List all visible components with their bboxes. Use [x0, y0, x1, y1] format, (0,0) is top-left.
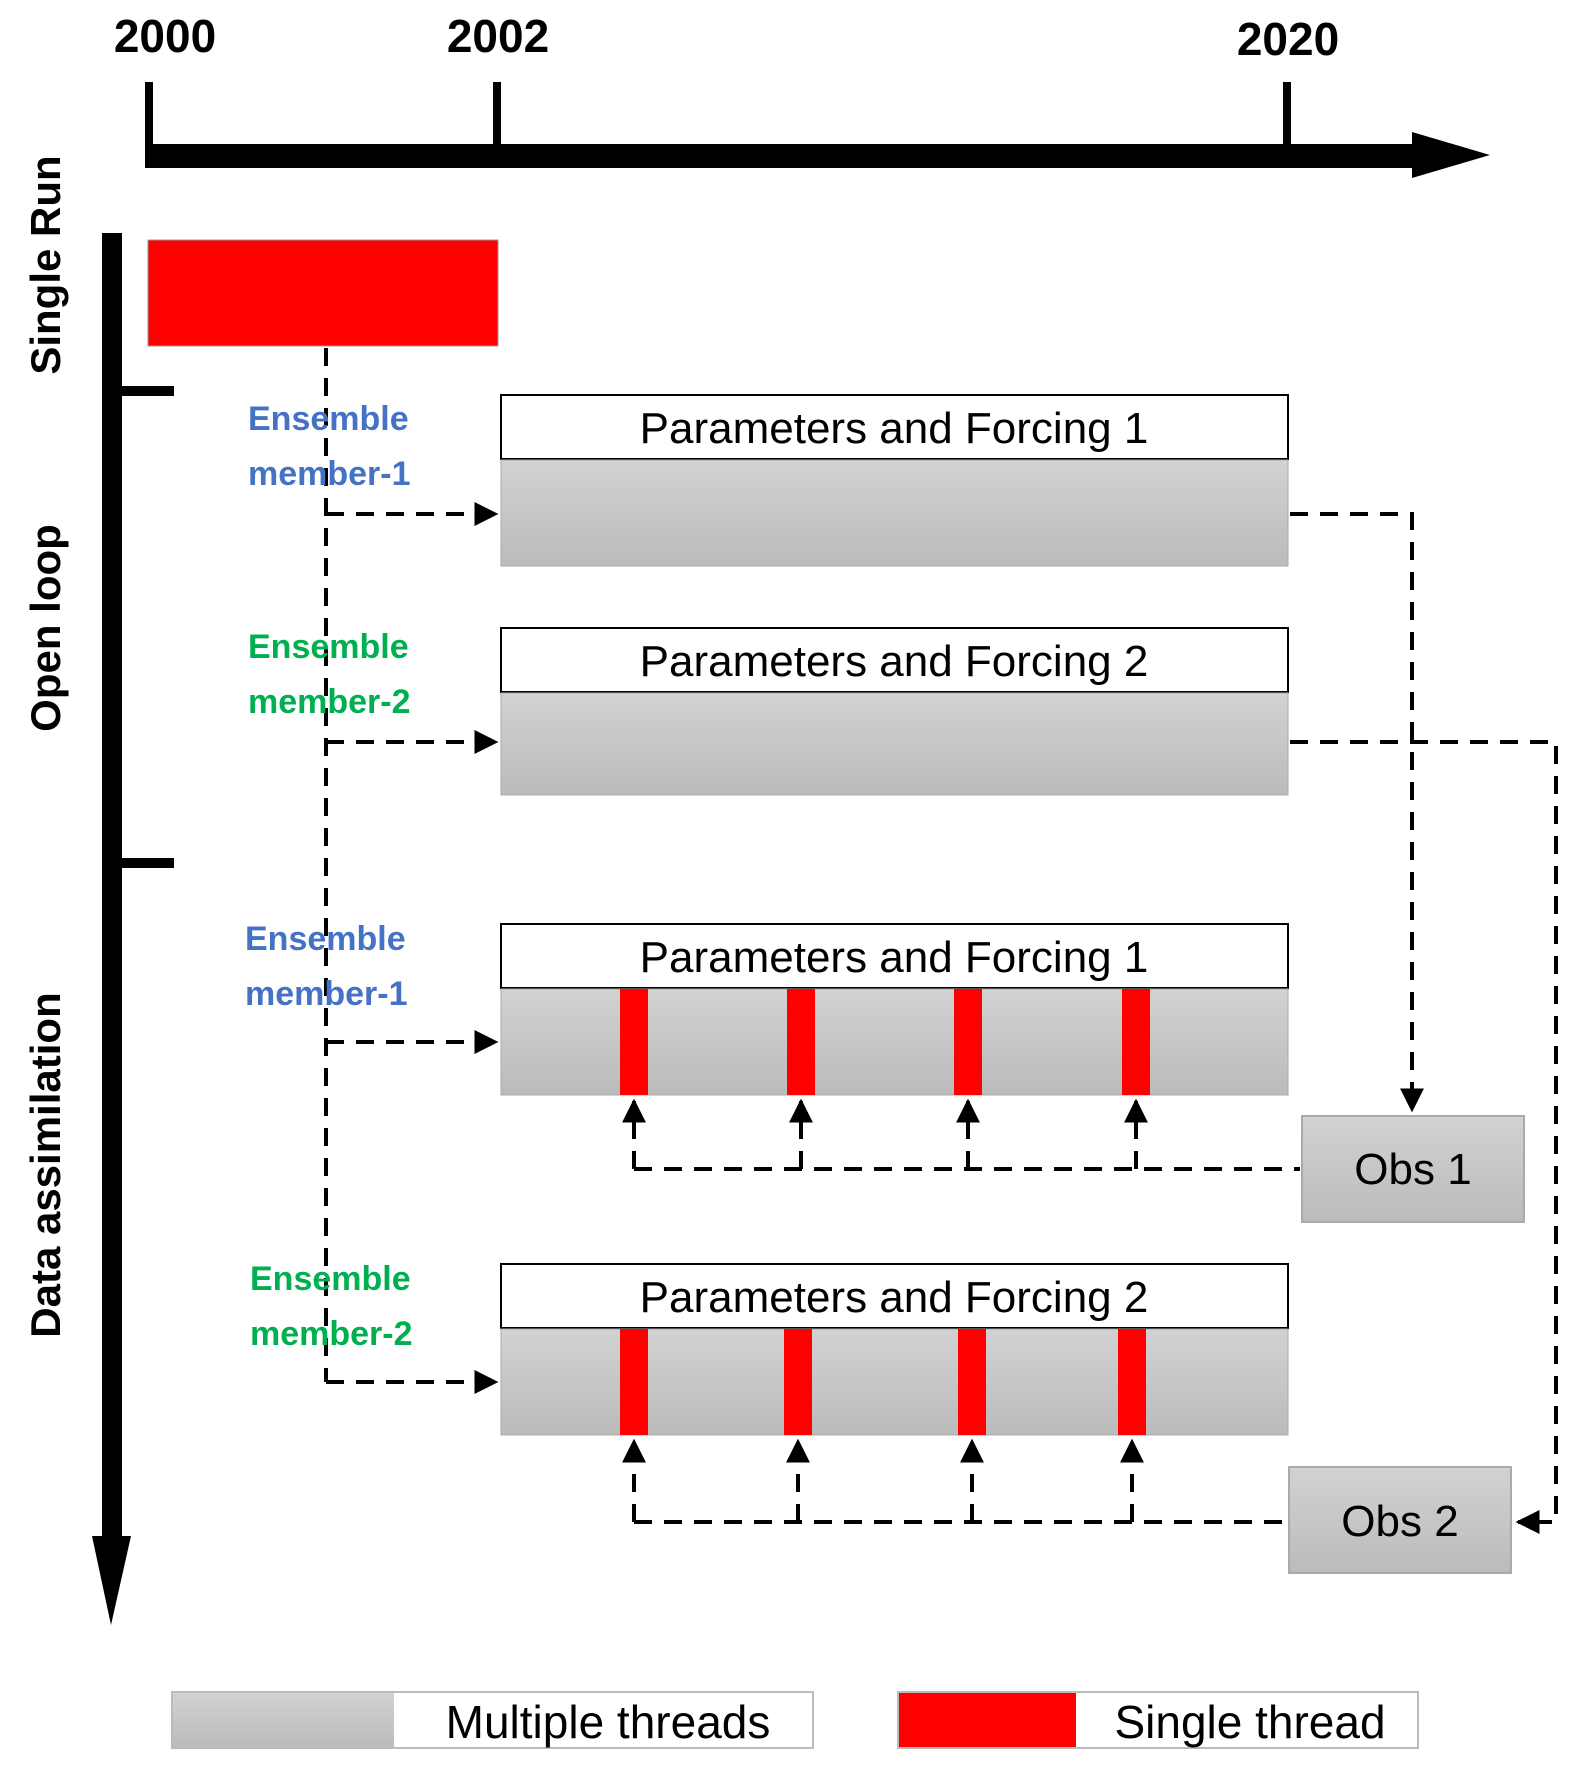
assimilation-step-bar	[787, 989, 815, 1095]
legend-item-multiple-threads	[171, 1691, 814, 1749]
assimilation-step-bar	[784, 1329, 812, 1435]
obs-label: Obs 1	[1354, 1145, 1471, 1194]
legend-item-single-thread	[897, 1691, 1419, 1749]
phase-label-single-run: Single Run	[22, 155, 69, 374]
multi-thread-run-block	[500, 692, 1289, 796]
parameters-forcing-box	[500, 1263, 1289, 1329]
phase-label-data-assimilation: Data assimilation	[22, 992, 69, 1337]
phase-axis-line	[102, 233, 122, 1538]
legend-swatch-single-thread	[898, 1692, 1076, 1748]
da-member-2: Ensemble member-2 Parameters and Forcing…	[250, 1260, 1512, 1574]
parameters-forcing-label: Parameters and Forcing 2	[640, 1273, 1149, 1322]
time-axis: 2000 2002 2020	[114, 10, 1490, 178]
obs-label: Obs 2	[1341, 1497, 1458, 1546]
assimilation-step-bar	[1118, 1329, 1146, 1435]
parameters-forcing-label: Parameters and Forcing 1	[640, 404, 1149, 453]
phase-axis-arrowhead-icon	[92, 1536, 131, 1625]
phase-divider-2	[122, 858, 174, 868]
ensemble-label-line1: Ensemble	[250, 1260, 411, 1298]
obs1-feed-arrow	[1290, 512, 1424, 1113]
obs-box	[1288, 1466, 1512, 1574]
multi-thread-run-block	[500, 988, 1289, 1096]
tick-label-2020: 2020	[1237, 13, 1339, 65]
da-member-1: Ensemble member-1 Parameters and Forcing…	[245, 920, 1525, 1223]
ensemble-label-line2: member-2	[250, 1315, 413, 1353]
parameters-forcing-label: Parameters and Forcing 1	[640, 933, 1149, 982]
legend-swatch-multiple-threads	[172, 1692, 394, 1748]
assimilation-step-bar	[620, 1329, 648, 1435]
tick-2000	[145, 82, 153, 168]
assimilation-step-bar	[958, 1329, 986, 1435]
obs2-feed-arrow	[1290, 740, 1558, 1534]
ensemble-label-line1: Ensemble	[248, 628, 409, 666]
time-axis-arrowhead-icon	[1412, 132, 1490, 178]
ensemble-label-line2: member-2	[248, 683, 411, 721]
time-axis-line	[145, 144, 1415, 168]
phase-divider-1	[122, 386, 174, 396]
single-run-block	[147, 239, 499, 347]
open-loop-member-1: Ensemble member-1 Parameters and Forcing…	[248, 394, 1424, 1113]
assimilation-step-bar	[620, 989, 648, 1095]
multi-thread-run-block	[500, 1328, 1289, 1436]
phase-label-open-loop: Open loop	[22, 524, 69, 732]
ensemble-label-line2: member-1	[248, 455, 411, 493]
obs-box	[1301, 1115, 1525, 1223]
ensemble-label-line1: Ensemble	[245, 920, 406, 958]
ensemble-label-line2: member-1	[245, 975, 408, 1013]
parameters-forcing-box	[500, 394, 1289, 460]
legend-label-multiple-threads: Multiple threads	[446, 1696, 771, 1748]
ensemble-label-line1: Ensemble	[248, 400, 409, 438]
tick-label-2002: 2002	[447, 10, 549, 62]
legend-label-single-thread: Single thread	[1114, 1696, 1385, 1748]
tick-label-2000: 2000	[114, 10, 216, 62]
parameters-forcing-label: Parameters and Forcing 2	[640, 637, 1149, 686]
multi-thread-run-block	[500, 459, 1289, 567]
phase-axis: Single Run Open loop Data assimilation	[22, 155, 174, 1625]
open-loop-member-2: Ensemble member-2 Parameters and Forcing…	[248, 627, 1558, 1534]
assimilation-step-bar	[954, 989, 982, 1095]
assimilation-step-bar	[1122, 989, 1150, 1095]
tick-2002	[493, 82, 501, 168]
legend: Multiple threads Single thread	[171, 1691, 1419, 1749]
parameters-forcing-box	[500, 923, 1289, 989]
tick-2020	[1283, 82, 1291, 168]
parameters-forcing-box	[500, 627, 1289, 693]
